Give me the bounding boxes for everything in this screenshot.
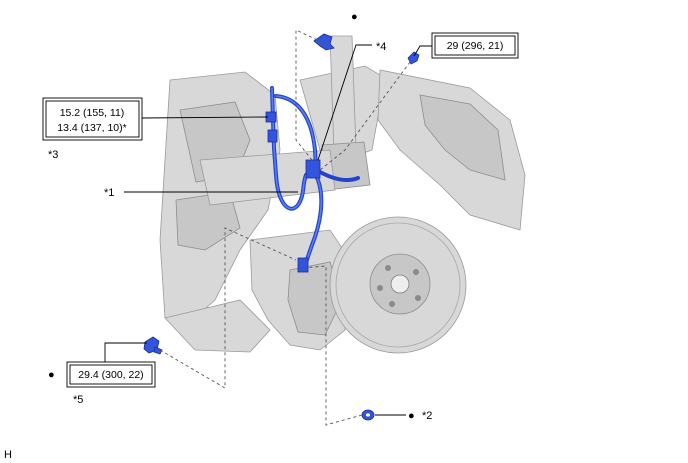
torque-value-bracket-bolt: 29 (296, 21) xyxy=(447,40,504,52)
torque-value-union-nut-2: 13.4 (137, 10)* xyxy=(57,122,126,134)
bullet-marker-union-bolt: ● xyxy=(48,369,55,381)
callout-label-4: *4 xyxy=(376,41,386,53)
callout-label-3: *3 xyxy=(48,149,58,161)
hose-bracket xyxy=(305,159,321,179)
bullet-marker-gasket: ● xyxy=(408,410,415,422)
callout-label-5: *5 xyxy=(73,394,83,406)
assembly-dashed-lines xyxy=(159,29,411,426)
bracket-bolt-top xyxy=(407,51,420,65)
vehicle-structure-illustration xyxy=(159,35,526,354)
callout-label-2: *2 xyxy=(422,410,432,422)
torque-value-union-bolt: 29.4 (300, 22) xyxy=(78,369,143,381)
torque-box-bracket-bolt: 29 (296, 21) xyxy=(431,32,519,59)
bullet-marker-clip: ● xyxy=(351,11,358,23)
union-bolt xyxy=(143,336,163,355)
torque-box-union-bolt: 29.4 (300, 22) xyxy=(66,361,156,388)
gasket xyxy=(361,409,375,421)
torque-box-union-nut: 15.2 (155, 11) 13.4 (137, 10)* xyxy=(42,97,143,141)
torque-value-union-nut-1: 15.2 (155, 11) xyxy=(60,107,125,119)
brake-hose-clip xyxy=(313,33,335,51)
callout-leader-lines xyxy=(104,44,432,416)
flexible-brake-hose xyxy=(265,86,360,273)
callout-label-1: *1 xyxy=(104,187,114,199)
illustration-code: H xyxy=(4,449,12,461)
